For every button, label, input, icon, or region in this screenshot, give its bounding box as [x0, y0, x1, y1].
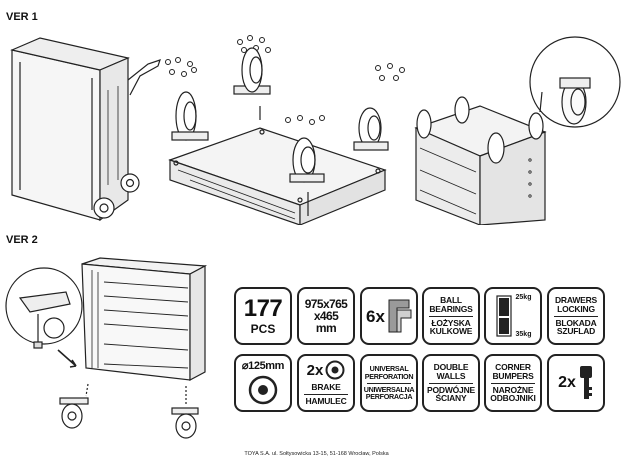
- caster-wheel-4: [353, 107, 389, 151]
- drawers-locking-line3: BLOKADA: [555, 317, 597, 328]
- tile-keys: 2x: [547, 354, 605, 412]
- wheel-size-value: ⌀125mm: [241, 360, 285, 372]
- cart-upside-down: [168, 106, 387, 225]
- perforation-line2: PERFORATION: [364, 371, 414, 381]
- tool-cart-ver2: [81, 257, 208, 381]
- screw-set-3: [285, 115, 325, 125]
- brake-wheel-icon: [325, 360, 345, 380]
- cart-with-casters: [414, 96, 547, 225]
- drawers-locking-line2: LOCKING: [557, 303, 595, 314]
- brake-line1: BRAKE: [311, 382, 341, 393]
- dimensions-line2: x465: [313, 308, 339, 323]
- key-icon: [579, 366, 592, 399]
- double-walls-line4: ŚCIANY: [435, 393, 467, 404]
- screw-set-2: [237, 35, 271, 53]
- tile-brake: 2x BRAKE HAMULEC: [297, 354, 355, 412]
- corner-bumpers-line1: CORNER: [495, 361, 531, 372]
- caster-wheel-3: [289, 137, 325, 183]
- ball-bearings-line3: ŁOŻYSKA: [431, 317, 471, 328]
- footer-address: TOYA S.A. ul. Sołtysowicka 13-15, 51-168…: [244, 451, 389, 457]
- tile-double-walls: DOUBLE WALLS PODWÓJNE ŚCIANY: [422, 354, 480, 412]
- corner-bumpers-line3: NAROŻNE: [492, 384, 534, 395]
- load-top: 25kg: [515, 294, 532, 301]
- dimensions-line1: 975x765: [304, 296, 348, 311]
- perforation-line4: PERFORACJA: [365, 392, 413, 402]
- perforation-line3: UNIWERSALNA: [363, 384, 415, 394]
- perforation-line1: UNIVERSAL: [369, 364, 409, 374]
- caster-bolt-zoom: [5, 267, 83, 349]
- caster-wheel-front: [59, 397, 89, 429]
- tile-ball-bearings: BALL BEARINGS ŁOŻYSKA KULKOWE: [422, 287, 480, 345]
- ball-bearings-line4: KULKOWE: [429, 326, 473, 337]
- screw-set-4: [375, 63, 405, 81]
- tile-wheel-size: ⌀125mm: [234, 354, 292, 412]
- double-walls-line1: DOUBLE: [433, 361, 469, 372]
- drawer-slides-count: 6x: [366, 306, 385, 326]
- drawer-slide-icon: [388, 299, 412, 333]
- tile-drawer-slides: 6x: [360, 287, 418, 345]
- corner-bumpers-line4: ODBOJNIKI: [490, 393, 536, 404]
- tile-drawers-locking: DRAWERS LOCKING BLOKADA SZUFLAD: [547, 287, 605, 345]
- ver2-label: VER 2: [6, 234, 38, 246]
- pieces-count: 177: [243, 295, 283, 322]
- ver1-label: VER 1: [6, 11, 38, 23]
- pieces-unit: PCS: [250, 322, 276, 336]
- brake-count: 2x: [306, 361, 324, 379]
- tile-dimensions: 975x765 x465 mm: [297, 287, 355, 345]
- weight-icon: [495, 295, 512, 337]
- caster-wheel-2: [233, 47, 271, 95]
- ball-bearings-line1: BALL: [440, 294, 462, 305]
- tile-load-capacity: 25kg 35kg: [484, 287, 542, 345]
- caster-wheel-1: [171, 91, 209, 141]
- load-bottom: 35kg: [515, 330, 532, 338]
- ver2-assembly-illustration: [0, 248, 230, 448]
- drawers-locking-line4: SZUFLAD: [556, 326, 596, 337]
- drawers-locking-line1: DRAWERS: [554, 294, 598, 305]
- brake-line2: HAMULEC: [305, 396, 347, 406]
- wheel-icon: [248, 375, 278, 405]
- double-walls-line2: WALLS: [436, 370, 466, 381]
- keys-count: 2x: [558, 374, 576, 391]
- caster-detail-zoom: [529, 36, 621, 128]
- ball-bearings-line2: BEARINGS: [429, 303, 473, 314]
- dimensions-line3: mm: [315, 321, 337, 336]
- screw-set-1: [165, 57, 197, 77]
- tile-perforation: UNIVERSAL PERFORATION UNIWERSALNA PERFOR…: [360, 354, 418, 412]
- tile-pieces: 177 PCS: [234, 287, 292, 345]
- caster-wheel-rear: [171, 407, 199, 439]
- tile-corner-bumpers: CORNER BUMPERS NAROŻNE ODBOJNIKI: [484, 354, 542, 412]
- corner-bumpers-line2: BUMPERS: [492, 370, 534, 381]
- cart-side-view: [10, 37, 161, 222]
- ver1-assembly-illustration: [0, 20, 633, 225]
- double-walls-line3: PODWÓJNE: [427, 384, 475, 395]
